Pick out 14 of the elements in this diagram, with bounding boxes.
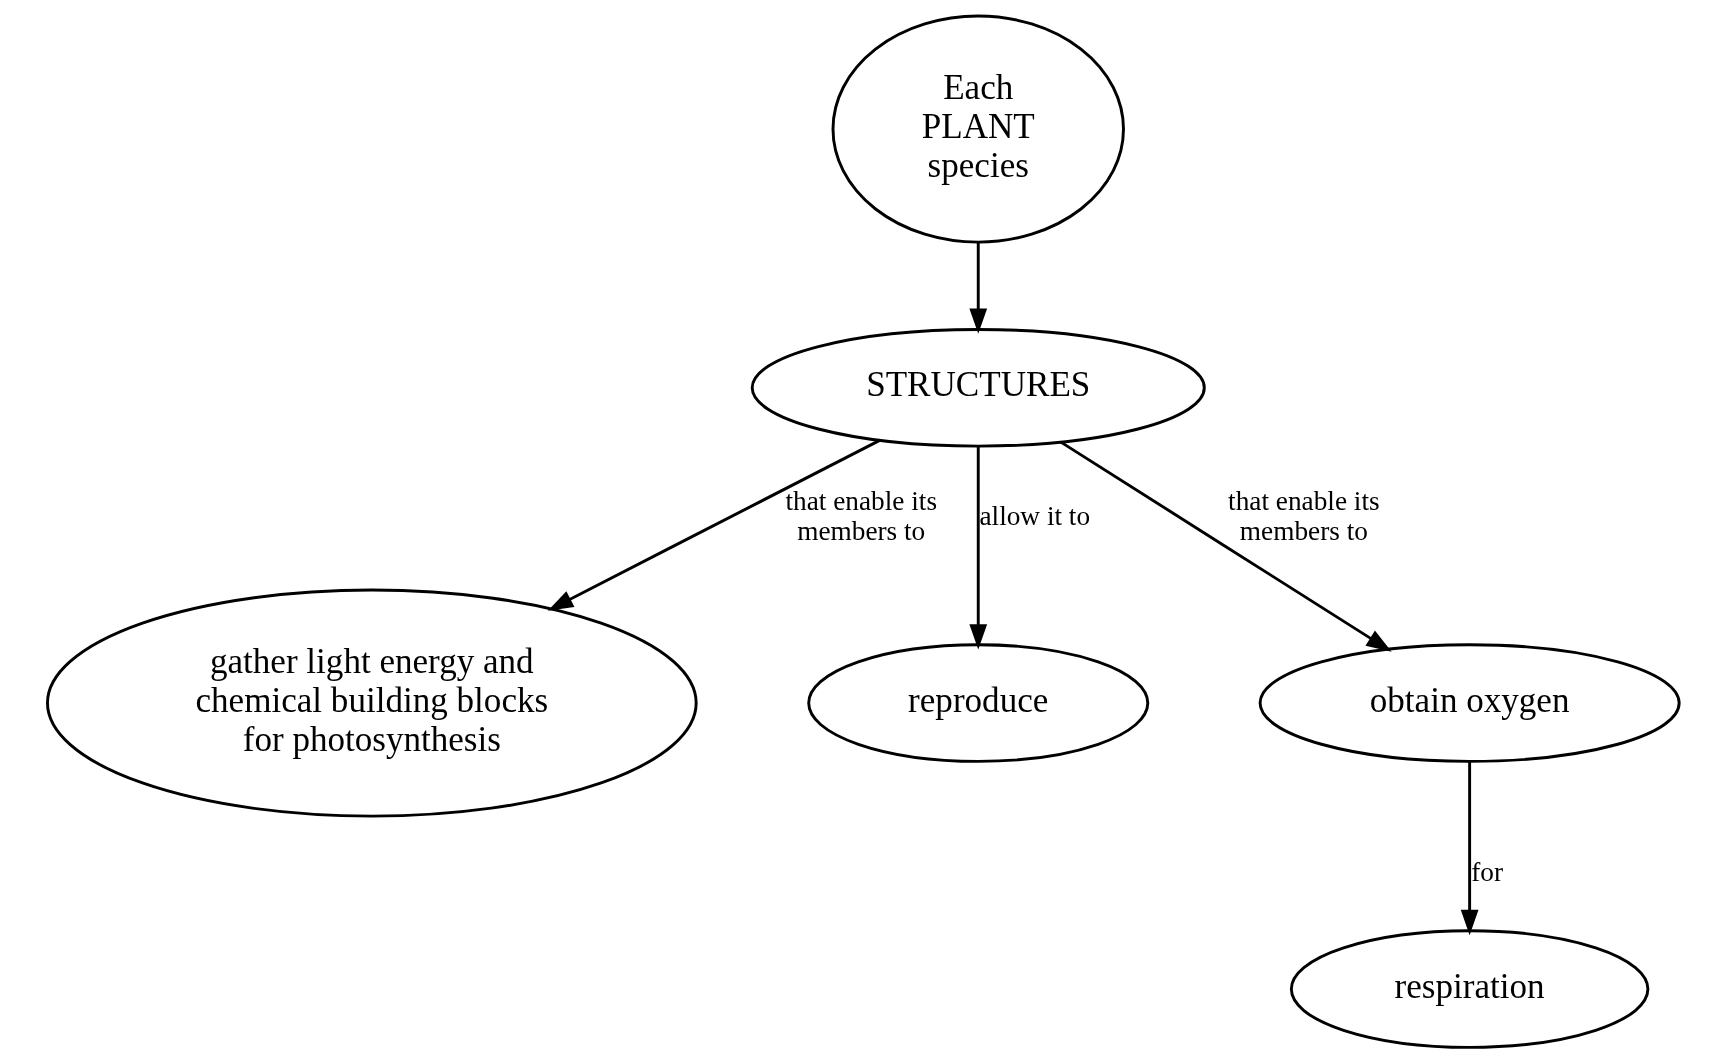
edge-label: that enable its members to: [785, 486, 938, 546]
node-ellipse: reproduce: [807, 643, 1150, 763]
edge-label: that enable its members to: [1228, 486, 1380, 546]
arrow: [1460, 761, 1479, 936]
node-ellipse: respiration: [1289, 929, 1650, 1049]
node-ellipse: Each PLANT species: [831, 14, 1125, 244]
arrow: [1059, 440, 1392, 652]
edge-label: for: [1471, 856, 1504, 887]
edge-label: allow it to: [979, 501, 1091, 532]
arrow: [547, 438, 881, 611]
arrow: [969, 446, 988, 650]
arrow: [969, 242, 988, 334]
node-ellipse: obtain oxygen: [1258, 643, 1681, 763]
node-ellipse: STRUCTURES: [750, 328, 1206, 448]
